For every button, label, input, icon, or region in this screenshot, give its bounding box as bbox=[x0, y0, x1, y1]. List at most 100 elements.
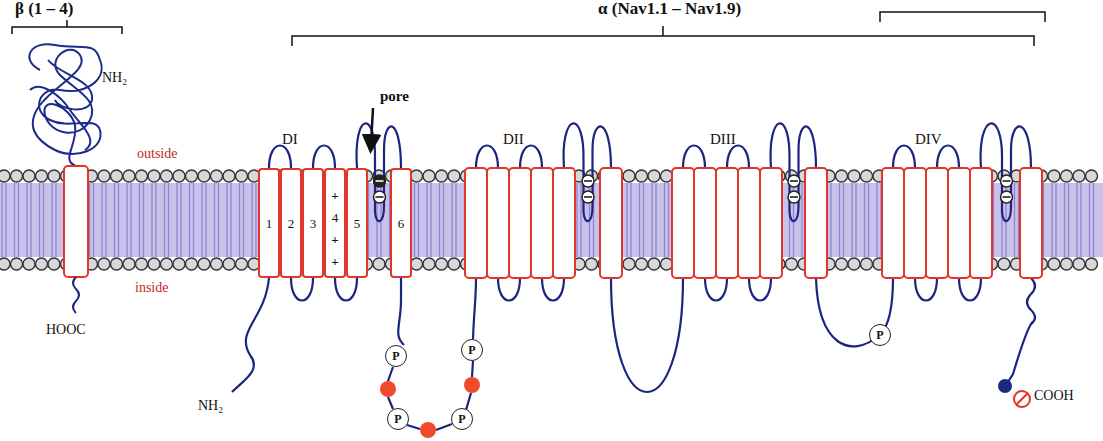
lipid-tail bbox=[218, 183, 219, 257]
lipid-head bbox=[661, 258, 673, 270]
segment-loop bbox=[498, 278, 520, 301]
lipid-tail bbox=[626, 183, 627, 257]
linker-dii-diii bbox=[611, 278, 683, 392]
domain-label: DI bbox=[282, 131, 298, 148]
lipid-head bbox=[36, 170, 48, 182]
segment-loop bbox=[335, 278, 357, 301]
lipid-tail bbox=[189, 183, 190, 257]
c-term-dot bbox=[998, 379, 1012, 393]
lipid-head bbox=[648, 170, 660, 182]
segment-loop bbox=[959, 278, 981, 301]
lipid-head bbox=[111, 170, 123, 182]
lipid-head bbox=[1073, 258, 1085, 270]
lipid-head bbox=[448, 258, 460, 270]
lipid-tail bbox=[26, 183, 27, 257]
charge-circle bbox=[582, 191, 594, 203]
lipid-tail bbox=[255, 183, 256, 257]
subunit-label: α (Nav1.1 – Nav1.9) bbox=[598, 0, 741, 19]
lipid-tail bbox=[130, 183, 131, 257]
lipid-tail bbox=[251, 183, 252, 257]
lipid-head bbox=[861, 170, 873, 182]
lipid-tail bbox=[155, 183, 156, 257]
beta-c-tail bbox=[73, 277, 79, 313]
lipid-head bbox=[148, 258, 160, 270]
lipid-tail bbox=[580, 183, 581, 257]
terminus-label: HOOC bbox=[46, 322, 86, 337]
lipid-head bbox=[1061, 170, 1073, 182]
phospho-circle: P bbox=[387, 408, 409, 430]
lipid-head bbox=[36, 258, 48, 270]
lipid-tail bbox=[114, 183, 115, 257]
lipid-head bbox=[636, 170, 648, 182]
charge-minus bbox=[790, 196, 798, 198]
lipid-head bbox=[161, 258, 173, 270]
helix-segment bbox=[760, 168, 782, 278]
lipid-head bbox=[998, 258, 1010, 270]
c-terminus bbox=[1008, 278, 1035, 382]
lipid-tail bbox=[30, 183, 31, 257]
lipid-head bbox=[98, 170, 110, 182]
charge-circle bbox=[1001, 191, 1013, 203]
lipid-tail bbox=[1055, 183, 1056, 257]
lipid-tail bbox=[651, 183, 652, 257]
charge-sign: + bbox=[331, 233, 338, 246]
protein-loops bbox=[232, 123, 1035, 430]
lipid-tail bbox=[426, 183, 427, 257]
lipid-head bbox=[11, 258, 23, 270]
lipid-tail bbox=[1, 183, 2, 257]
segment-number: 2 bbox=[288, 217, 295, 230]
lipid-head bbox=[198, 170, 210, 182]
helix-segment bbox=[904, 168, 926, 278]
terminus-label: COOH bbox=[1034, 388, 1074, 403]
lipid-tail bbox=[839, 183, 840, 257]
segment-loop bbox=[269, 146, 291, 169]
lipid-head bbox=[423, 258, 435, 270]
charge-minus bbox=[376, 196, 384, 198]
lipid-head bbox=[211, 170, 223, 182]
lipid-tail bbox=[18, 183, 19, 257]
lipid-tail bbox=[1076, 183, 1077, 257]
phospho-circle: P bbox=[869, 324, 891, 346]
lipid-head bbox=[786, 258, 798, 270]
helix-segment-box: 1 bbox=[258, 168, 280, 278]
lipid-tail bbox=[176, 183, 177, 257]
lipid-head bbox=[1073, 170, 1085, 182]
lipid-tail bbox=[1064, 183, 1065, 257]
lipid-tail bbox=[201, 183, 202, 257]
lipid-tail bbox=[414, 183, 415, 257]
segment-loop bbox=[705, 278, 727, 301]
segment-loop bbox=[915, 278, 937, 301]
lipid-tail bbox=[226, 183, 227, 257]
lipid-tail bbox=[164, 183, 165, 257]
lipid-head bbox=[173, 258, 185, 270]
charge-minus bbox=[584, 180, 592, 182]
lipid-tail bbox=[443, 183, 444, 257]
lipid-tail bbox=[39, 183, 40, 257]
lipid-tail bbox=[876, 183, 877, 257]
lipid-head bbox=[836, 170, 848, 182]
lipid-tail bbox=[151, 183, 152, 257]
lipid-head bbox=[98, 258, 110, 270]
helix-segment-box: 5 bbox=[346, 168, 368, 278]
phospho-circle: P bbox=[385, 345, 407, 367]
lipid-head bbox=[111, 258, 123, 270]
lipid-tail bbox=[643, 183, 644, 257]
helix-segment-box: 6 bbox=[390, 168, 412, 278]
segment-number: 5 bbox=[354, 217, 361, 230]
lipid-head bbox=[48, 170, 60, 182]
helix-segment bbox=[882, 168, 904, 278]
lipid-head bbox=[223, 170, 235, 182]
lipid-tail bbox=[243, 183, 244, 257]
segment-loop bbox=[520, 146, 542, 169]
segment-loop bbox=[893, 146, 915, 169]
lipid-tail bbox=[1089, 183, 1090, 257]
lipid-head bbox=[173, 170, 185, 182]
lipid-tail bbox=[655, 183, 656, 257]
lipid-head bbox=[848, 258, 860, 270]
helix-segment-box: 3 bbox=[302, 168, 324, 278]
terminus-label: NH₂ bbox=[102, 70, 127, 85]
helix-segment bbox=[1020, 168, 1042, 278]
lipid-head bbox=[623, 258, 635, 270]
lipid-tail bbox=[105, 183, 106, 257]
lipid-tail bbox=[630, 183, 631, 257]
